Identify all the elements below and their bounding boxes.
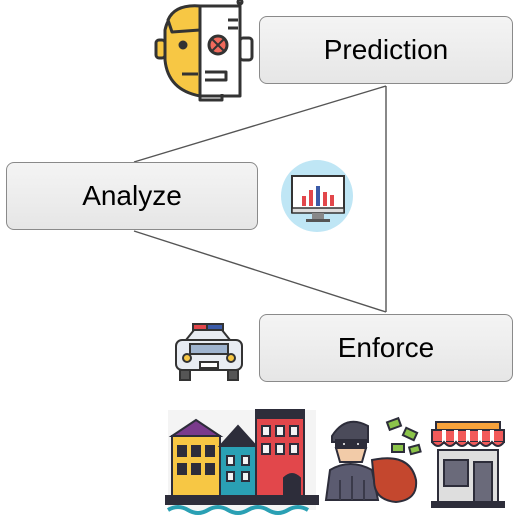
analyze-label: Analyze: [82, 180, 182, 211]
enforce-node: Enforce: [259, 314, 513, 382]
analyze-node: Analyze: [6, 162, 258, 230]
connector-analyze-enforce: [133, 230, 387, 313]
enforce-label: Enforce: [337, 332, 435, 363]
prediction-label: Prediction: [323, 34, 449, 65]
prediction-node: Prediction: [259, 16, 513, 84]
connector-analyze-prediction: [133, 85, 387, 163]
